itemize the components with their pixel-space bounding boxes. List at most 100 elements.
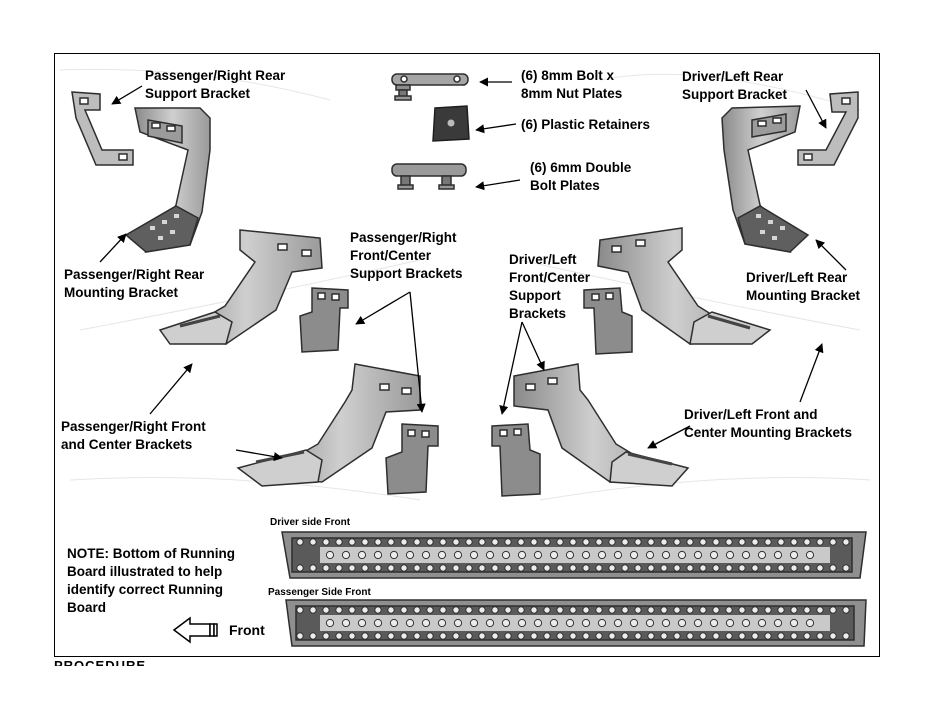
board-hole bbox=[389, 550, 399, 560]
board-bolt bbox=[309, 632, 317, 640]
board-bolt bbox=[491, 632, 499, 640]
board-bolt bbox=[348, 538, 356, 546]
board-bolt bbox=[478, 538, 486, 546]
board-bolt bbox=[504, 632, 512, 640]
board-hole bbox=[677, 618, 687, 628]
left-arrow-icon bbox=[172, 616, 218, 644]
driver-center-mounting-bracket bbox=[513, 363, 690, 487]
board-bolt bbox=[413, 564, 421, 572]
board-bolt bbox=[660, 632, 668, 640]
board-bolt bbox=[361, 606, 369, 614]
board-hole bbox=[485, 618, 495, 628]
board-bolt bbox=[829, 606, 837, 614]
board-bolt bbox=[608, 538, 616, 546]
board-bolt bbox=[296, 606, 304, 614]
board-hole bbox=[533, 550, 543, 560]
board-bolt bbox=[686, 632, 694, 640]
board-hole bbox=[357, 550, 367, 560]
board-bolt bbox=[712, 606, 720, 614]
board-hole bbox=[389, 618, 399, 628]
board-bolt bbox=[816, 538, 824, 546]
board-bolt bbox=[348, 632, 356, 640]
board-bolt bbox=[673, 564, 681, 572]
board-hole bbox=[437, 618, 447, 628]
board-bolt bbox=[621, 606, 629, 614]
board-hole bbox=[789, 618, 799, 628]
board-hole bbox=[501, 550, 511, 560]
board-bolt bbox=[556, 606, 564, 614]
board-bolt bbox=[374, 632, 382, 640]
board-bolt bbox=[595, 538, 603, 546]
board-bolt bbox=[790, 564, 798, 572]
board-bolt bbox=[517, 564, 525, 572]
board-bolt bbox=[764, 632, 772, 640]
board-hole bbox=[789, 550, 799, 560]
board-bolt bbox=[777, 632, 785, 640]
procedure-heading-cut: PROCEDURE bbox=[54, 658, 147, 666]
board-bolt bbox=[842, 632, 850, 640]
board-bolt bbox=[491, 538, 499, 546]
board-hole bbox=[741, 550, 751, 560]
board-bolt bbox=[634, 632, 642, 640]
bolt-nut-plate-hardware bbox=[391, 73, 469, 101]
board-hole bbox=[549, 550, 559, 560]
board-bolt bbox=[829, 632, 837, 640]
board-bolt bbox=[556, 564, 564, 572]
board-bolt bbox=[400, 564, 408, 572]
board-bolt bbox=[400, 538, 408, 546]
board-bolt bbox=[712, 538, 720, 546]
plastic-retainers-label: (6) Plastic Retainers bbox=[521, 117, 651, 132]
board-bolt bbox=[764, 538, 772, 546]
board-bolt bbox=[569, 564, 577, 572]
board-bolt bbox=[790, 632, 798, 640]
board-bolt bbox=[725, 606, 733, 614]
board-bolt bbox=[322, 564, 330, 572]
board-bolt bbox=[816, 564, 824, 572]
board-hole bbox=[693, 618, 703, 628]
board-bolt bbox=[361, 632, 369, 640]
board-bolt bbox=[322, 538, 330, 546]
board-bolt bbox=[673, 538, 681, 546]
board-bolt bbox=[504, 564, 512, 572]
board-bolt bbox=[686, 564, 694, 572]
board-bolt bbox=[504, 538, 512, 546]
board-bolt bbox=[387, 632, 395, 640]
board-bolt bbox=[413, 606, 421, 614]
board-bolt bbox=[530, 632, 538, 640]
board-hole bbox=[469, 550, 479, 560]
board-bolt bbox=[530, 606, 538, 614]
board-bolt bbox=[556, 538, 564, 546]
board-hole bbox=[325, 550, 335, 560]
board-bolt bbox=[361, 538, 369, 546]
board-hole bbox=[709, 550, 719, 560]
board-bolt bbox=[777, 538, 785, 546]
board-hole bbox=[533, 618, 543, 628]
board-bolt bbox=[439, 564, 447, 572]
passenger-rear-mounting-bracket bbox=[124, 107, 211, 254]
board-bolt bbox=[478, 632, 486, 640]
board-hole bbox=[693, 550, 703, 560]
board-bolt bbox=[439, 538, 447, 546]
board-bolt bbox=[634, 538, 642, 546]
board-bolt bbox=[569, 538, 577, 546]
board-hole bbox=[485, 550, 495, 560]
board-hole bbox=[597, 550, 607, 560]
board-bolt bbox=[647, 564, 655, 572]
passenger-side-running-board bbox=[285, 599, 867, 647]
board-bolt bbox=[634, 564, 642, 572]
board-bolt bbox=[400, 632, 408, 640]
board-hole bbox=[517, 550, 527, 560]
board-bolt bbox=[699, 606, 707, 614]
board-hole bbox=[613, 618, 623, 628]
board-hole bbox=[677, 550, 687, 560]
board-bolt bbox=[543, 564, 551, 572]
board-hole bbox=[405, 618, 415, 628]
board-bolt bbox=[712, 564, 720, 572]
board-bolt bbox=[608, 606, 616, 614]
board-bolt bbox=[413, 632, 421, 640]
board-hole bbox=[597, 618, 607, 628]
board-hole bbox=[773, 550, 783, 560]
board-bolt bbox=[699, 538, 707, 546]
driver-rear-support-bracket bbox=[797, 91, 859, 166]
passenger-rear-support-bracket bbox=[71, 91, 134, 166]
